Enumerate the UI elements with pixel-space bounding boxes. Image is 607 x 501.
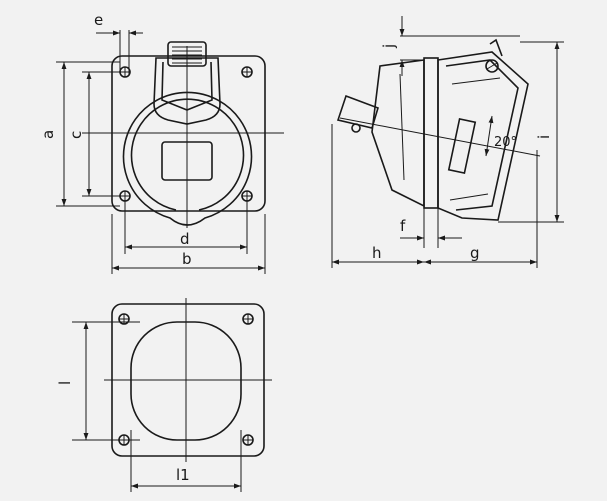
socket-lid: [153, 57, 221, 125]
hinge-screw-icon: [485, 59, 499, 73]
dim-label-e: e: [94, 11, 103, 29]
cutout-dimensions: l l1: [56, 321, 242, 492]
cable-ring: [351, 123, 361, 133]
angle-label: 20°: [494, 135, 517, 150]
angle-arc: [484, 115, 494, 157]
socket-body: [122, 91, 253, 226]
socket-inner-ring: [130, 98, 245, 211]
side-view: 20°: [336, 38, 541, 221]
front-view: [82, 41, 284, 228]
screw-icon: [242, 434, 254, 446]
dim-label-a: a: [39, 130, 57, 139]
side-dimensions: j i f h g: [331, 16, 564, 268]
rear-housing-rib: [399, 73, 405, 181]
side-center-axis: [339, 117, 541, 157]
dim-label-b: b: [182, 250, 192, 268]
dim-label-l1: l1: [176, 466, 190, 484]
lid-rib: [449, 77, 501, 201]
dim-label-l: l: [56, 381, 74, 385]
cable-entry: [336, 94, 379, 129]
lid-hinge-tab: [489, 38, 503, 57]
screw-icon: [241, 190, 253, 202]
screw-icon: [118, 313, 130, 325]
rear-housing: [371, 59, 425, 208]
side-window: [447, 117, 477, 175]
dim-label-c: c: [67, 131, 85, 139]
front-dimensions: e a c d b: [39, 11, 266, 274]
dim-label-h: h: [372, 244, 382, 262]
dim-label-g: g: [470, 244, 480, 262]
dim-label-f: f: [400, 217, 406, 235]
dim-label-d: d: [180, 230, 190, 248]
screw-icon: [241, 66, 253, 78]
screw-icon: [242, 313, 254, 325]
cutout-view: [104, 298, 272, 462]
dim-label-j: j: [380, 44, 398, 49]
lid-profile: [445, 59, 519, 211]
screw-icon: [119, 190, 131, 202]
dim-label-i: i: [535, 135, 553, 139]
side-mounting-plate: [423, 57, 439, 209]
